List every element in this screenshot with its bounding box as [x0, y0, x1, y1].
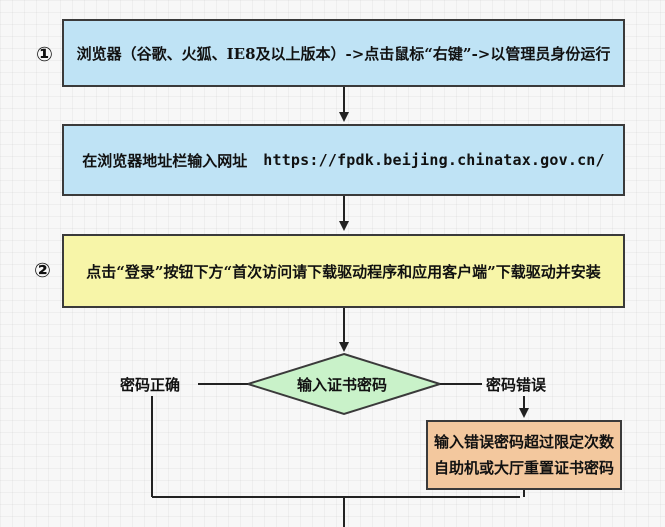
- error-box-line1: 输入错误密码超过限定次数: [433, 433, 614, 451]
- decision-text: 输入证书密码: [296, 375, 387, 394]
- error-box-line2: 自助机或大厅重置证书密码: [433, 459, 614, 477]
- step1b-text: 在浏览器地址栏输入网址: [82, 151, 248, 170]
- step2-box: 点击“登录”按钮下方“首次访问请下载驱动程序和应用客户端”下载驱动并安装: [62, 234, 625, 308]
- decision-left-label: 密码正确: [120, 376, 181, 394]
- step1-box: 浏览器（谷歌、火狐、IE8及以上版本）->点击鼠标“右键”->以管理员身份运行: [62, 19, 625, 87]
- decision-right-label: 密码错误: [486, 376, 547, 394]
- error-box: 输入错误密码超过限定次数 自助机或大厅重置证书密码: [426, 420, 622, 490]
- step1b-url: https://fpdk.beijing.chinatax.gov.cn/: [263, 151, 605, 169]
- step2-number: ②: [34, 258, 51, 282]
- step1b-box: 在浏览器地址栏输入网址 https://fpdk.beijing.chinata…: [62, 124, 625, 196]
- step1-number: ①: [36, 42, 53, 66]
- decision-diamond: [244, 352, 444, 416]
- step2-text: 点击“登录”按钮下方“首次访问请下载驱动程序和应用客户端”下载驱动并安装: [86, 262, 601, 281]
- step1-text: 浏览器（谷歌、火狐、IE8及以上版本）->点击鼠标“右键”->以管理员身份运行: [76, 44, 611, 63]
